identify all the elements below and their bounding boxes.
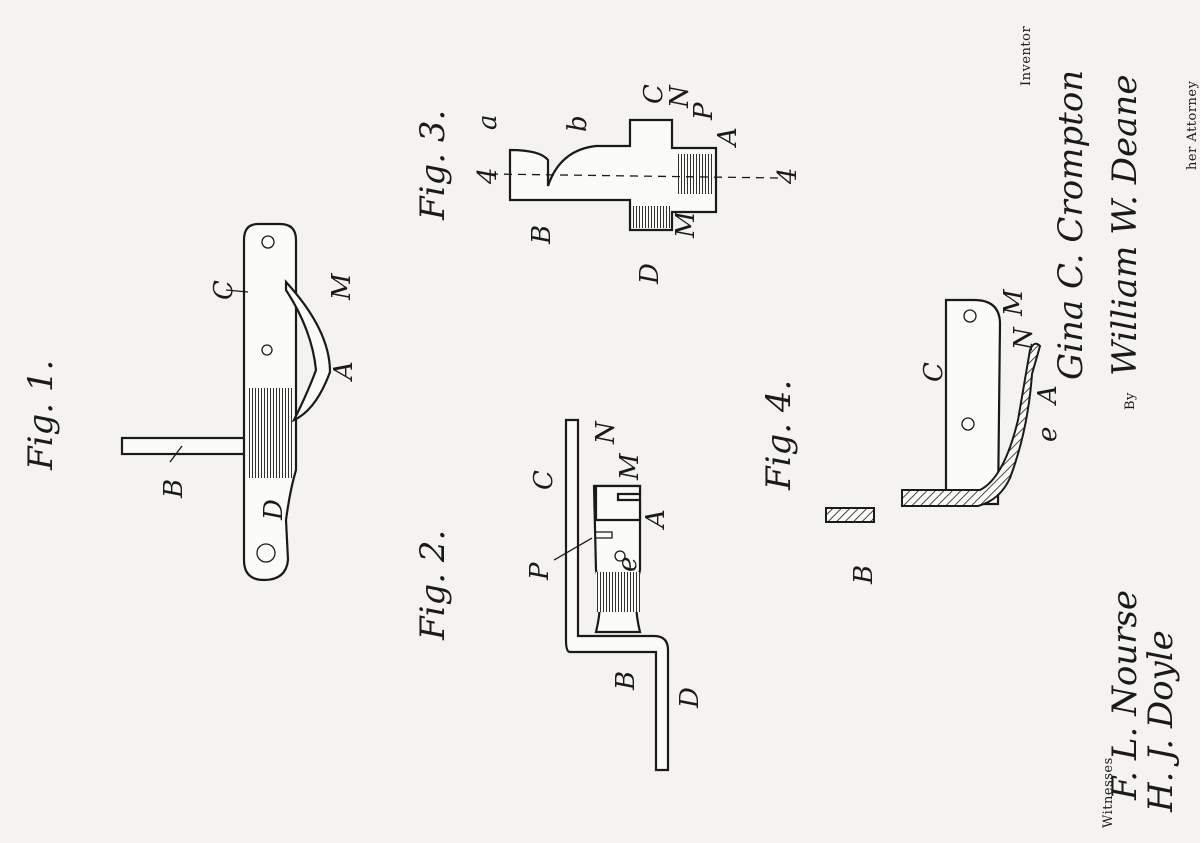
witness-signature-2: H. J. Doyle (1141, 630, 1181, 813)
fig4-label-e: e (1033, 427, 1063, 442)
fig4-label-b: B (849, 565, 879, 585)
fig1-spring-arm-a (284, 279, 332, 423)
fig2-label-c: C (529, 470, 559, 490)
fig2-bent-rod (564, 418, 670, 772)
fig4-pivot-top (963, 309, 977, 323)
fig2-label-a: A (641, 509, 671, 530)
fig2-label-d: D (675, 687, 705, 709)
fig3-label-4-top: 4 (473, 167, 503, 185)
fig2-pin-e (614, 550, 626, 562)
fig3-shading-a (676, 154, 712, 194)
fig3-label-b-upper: B (527, 225, 557, 245)
fig2-title: Fig. 2. (413, 530, 453, 641)
fig3-label-n: N (665, 84, 695, 109)
inventor-signature: Gina C. Crompton (1051, 70, 1091, 380)
fig1-label-c: C (209, 280, 239, 300)
fig1-pivot-handle (256, 543, 276, 563)
fig3-shading-d (632, 206, 670, 228)
fig4-title: Fig. 4. (759, 380, 799, 491)
fig3-title: Fig. 3. (413, 110, 453, 221)
attorney-signature: William W. Deane (1105, 75, 1145, 376)
fig2-label-b: B (611, 671, 641, 691)
fig4-section-rod (901, 342, 1042, 507)
fig1-label-a: A (329, 361, 359, 382)
fig4-label-a: A (1033, 385, 1063, 406)
fig1-title: Fig. 1. (21, 360, 61, 471)
witnesses-caption: Witnesses (1101, 757, 1116, 828)
figure-4: Fig. 4. B C M N A e (759, 288, 1063, 585)
fig1-label-b: B (159, 479, 189, 499)
fig3-label-m: M (671, 210, 701, 239)
fig4-link-c (944, 298, 1002, 506)
fig4-pivot-mid (961, 417, 975, 431)
figure-3: Fig. 3. 4 4 a b C N P A B M D (413, 84, 803, 285)
inventor-block: Inventor Gina C. Crompton (1019, 26, 1091, 380)
fig2-jaws (594, 484, 642, 522)
fig3-section-line (489, 173, 781, 179)
fig2-slot (596, 531, 613, 539)
fig3-label-b: b (563, 115, 593, 132)
fig4-section-b (825, 507, 875, 523)
fig3-label-a-upper: A (713, 127, 743, 148)
inventor-caption: Inventor (1019, 26, 1034, 86)
fig3-label-d: D (635, 263, 665, 285)
fig1-label-m: M (327, 272, 357, 301)
fig2-barrel-shading (596, 572, 640, 612)
fig4-label-m: M (999, 288, 1029, 317)
fig4-label-n: N (1009, 326, 1039, 351)
fig1-pivot-mid (261, 344, 273, 356)
fig3-label-c: C (639, 84, 669, 104)
fig1-leader-b (169, 445, 183, 463)
attorney-by: By (1123, 392, 1138, 410)
witnesses-block: Witnesses F. L. Nourse H. J. Doyle (1101, 590, 1181, 828)
fig4-label-c: C (919, 362, 949, 382)
fig3-label-4-bottom: 4 (773, 167, 803, 185)
witness-signature-1: F. L. Nourse (1105, 590, 1145, 801)
fig2-label-n: N (591, 420, 621, 445)
figure-2: Fig. 2. P C N M e A B D (413, 418, 705, 772)
fig2-label-m: M (615, 452, 645, 481)
fig3-label-p: P (689, 102, 719, 121)
fig1-leader-c (225, 289, 249, 293)
fig3-body (508, 118, 718, 232)
fig2-label-e: e (613, 557, 643, 572)
fig2-leader-p (553, 537, 593, 561)
figure-1: Fig. 1. B C D M A (21, 222, 359, 582)
attorney-block: By William W. Deane her Attorney (1105, 75, 1200, 410)
fig1-pivot-top (261, 235, 275, 249)
fig2-label-p: P (525, 562, 555, 581)
fig1-link-shading (248, 388, 292, 478)
attorney-caption: her Attorney (1185, 80, 1200, 170)
fig1-label-d: D (259, 499, 289, 521)
fig3-label-a: a (473, 114, 503, 130)
